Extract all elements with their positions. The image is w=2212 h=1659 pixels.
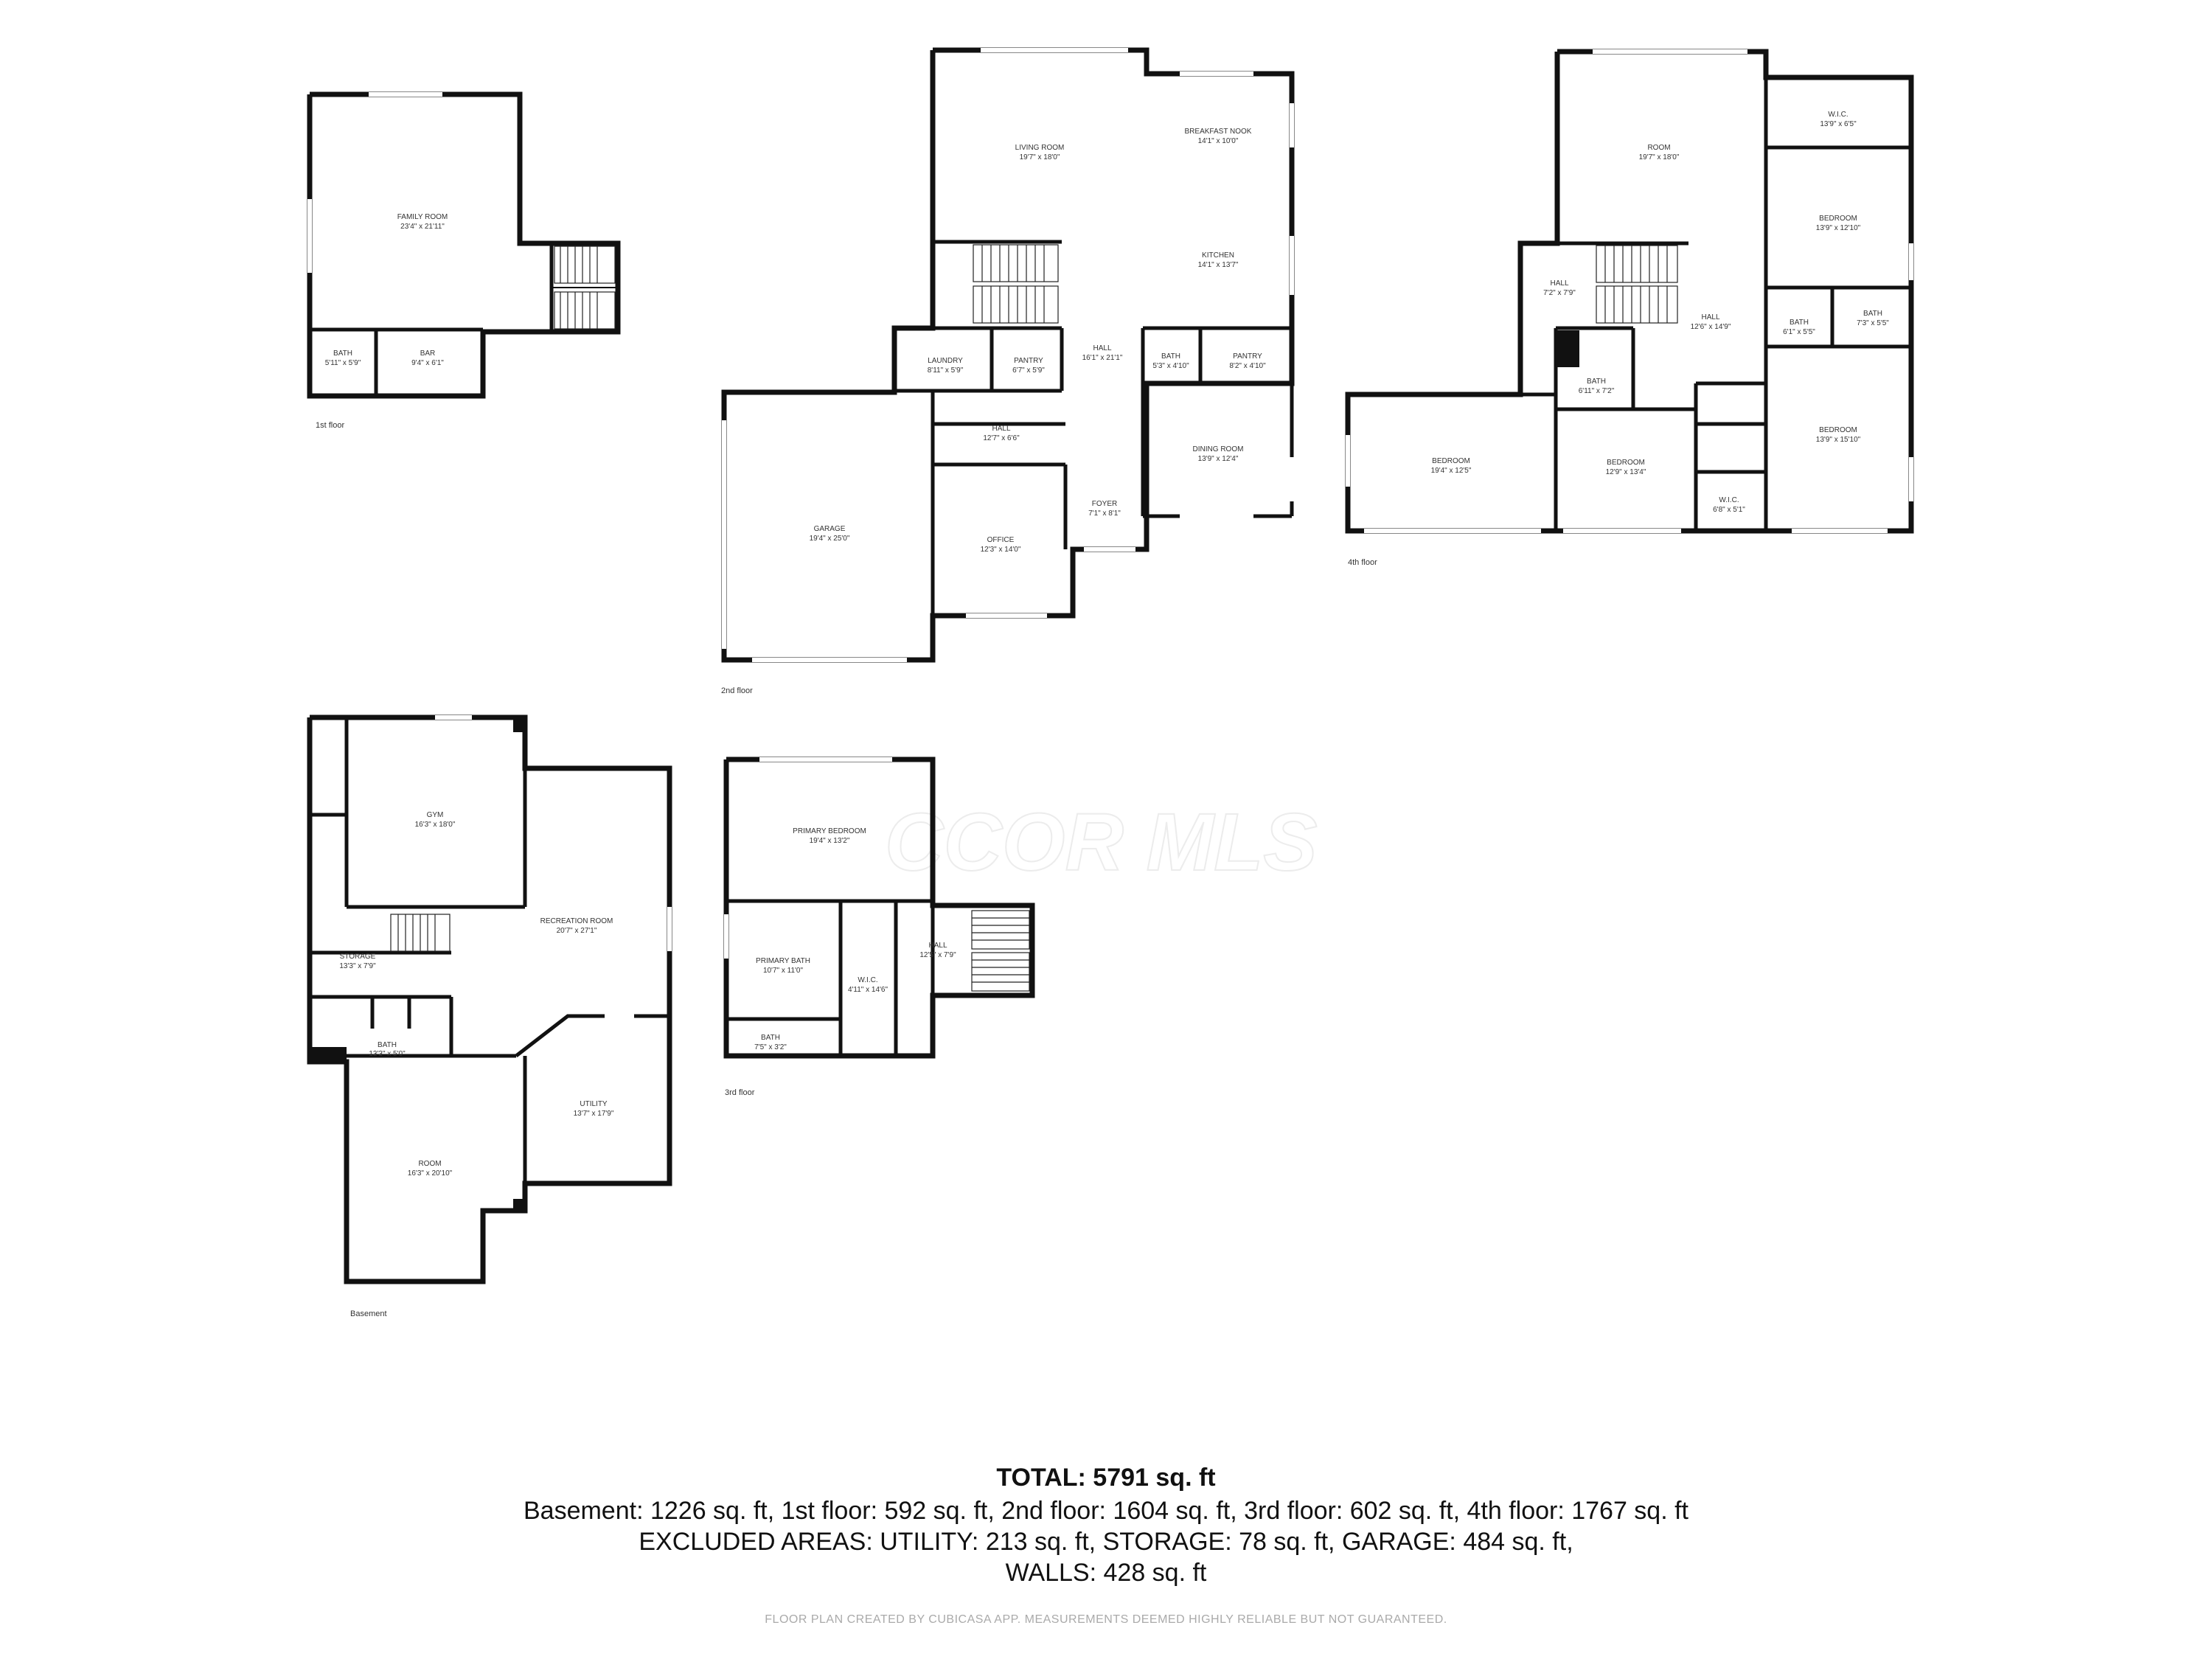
room-name: W.I.C. <box>858 976 877 984</box>
room-name: GYM <box>427 811 444 819</box>
room-dims: 14'1" x 10'0" <box>1198 137 1239 145</box>
room-name: PRIMARY BATH <box>756 957 810 965</box>
watermark: CCOR MLS <box>885 797 1318 888</box>
room-dims: 13'3" x 5'0" <box>369 1050 406 1058</box>
room-name: OFFICE <box>987 536 1015 544</box>
room-name: FOYER <box>1092 500 1117 508</box>
room-dims: 13'9" x 12'4" <box>1198 455 1239 463</box>
room-dims: 13'9" x 6'5" <box>1820 120 1857 128</box>
room-name: BATH <box>1587 378 1606 386</box>
room-name: KITCHEN <box>1202 251 1234 260</box>
room-name: BREAKFAST NOOK <box>1185 128 1252 136</box>
room-dims: 16'3" x 18'0" <box>415 821 456 829</box>
room-name: BATH <box>1863 310 1882 318</box>
room-name: HALL <box>992 425 1010 433</box>
room-name: DINING ROOM <box>1193 445 1244 453</box>
room-name: BEDROOM <box>1819 426 1857 434</box>
total-area: TOTAL: 5791 sq. ft <box>996 1464 1216 1492</box>
walls-area: WALLS: 428 sq. ft <box>1005 1559 1207 1587</box>
room-name: HALL <box>928 942 947 950</box>
basement-plan: GYM 16'3" x 18'0" RECREATION ROOM 20'7" … <box>307 714 672 1318</box>
room-dims: 19'7" x 18'0" <box>1639 153 1680 161</box>
room-name: W.I.C. <box>1719 496 1739 504</box>
floor-label: 1st floor <box>316 421 344 430</box>
room-name: BAR <box>420 349 436 358</box>
excluded-areas: EXCLUDED AREAS: UTILITY: 213 sq. ft, STO… <box>639 1528 1573 1556</box>
room-dims: 7'1" x 8'1" <box>1088 509 1121 518</box>
room-dims: 19'4" x 12'5" <box>1431 467 1472 475</box>
room-dims: 12'6" x 14'9" <box>1691 323 1731 331</box>
room-dims: 7'2" x 7'9" <box>1543 289 1576 297</box>
room-dims: 7'5" x 3'2" <box>754 1043 787 1051</box>
room-name: PANTRY <box>1014 357 1043 365</box>
disclaimer: FLOOR PLAN CREATED BY CUBICASA APP. MEAS… <box>765 1613 1447 1626</box>
room-name: LIVING ROOM <box>1015 144 1065 152</box>
room-name: W.I.C. <box>1828 111 1848 119</box>
room-dims: 14'1" x 13'7" <box>1198 261 1239 269</box>
room-name: HALL <box>1701 313 1719 321</box>
room-dims: 13'9" x 15'10" <box>1816 436 1861 444</box>
room-dims: 6'11" x 7'2" <box>1579 387 1615 395</box>
room-dims: 13'9" x 12'10" <box>1816 224 1861 232</box>
room-dims: 13'7" x 17'9" <box>574 1110 614 1118</box>
room-dims: 19'4" x 13'2" <box>810 837 850 845</box>
room-dims: 8'2" x 4'10" <box>1229 362 1266 370</box>
first-floor-plan: FAMILY ROOM 23'4" x 21'11" BATH 5'11" x … <box>307 91 621 430</box>
third-floor-plan: PRIMARY BEDROOM 19'4" x 13'2" PRIMARY BA… <box>723 757 1035 1097</box>
room-name: BEDROOM <box>1607 459 1645 467</box>
room-name: STORAGE <box>340 953 376 961</box>
room-name: GARAGE <box>814 525 846 533</box>
room-name: RECREATION ROOM <box>540 917 613 925</box>
room-name: BEDROOM <box>1819 215 1857 223</box>
room-name: ROOM <box>1647 144 1670 152</box>
room-dims: 12'3" x 14'0" <box>981 546 1021 554</box>
room-dims: 20'7" x 27'1" <box>557 927 597 935</box>
floor-label: Basement <box>350 1310 387 1318</box>
room-name: BATH <box>761 1034 780 1042</box>
room-name: PRIMARY BEDROOM <box>793 827 866 835</box>
room-name: LAUNDRY <box>928 357 963 365</box>
room-dims: 23'4" x 21'11" <box>400 223 445 231</box>
room-name: ROOM <box>418 1160 441 1168</box>
room-name: BATH <box>1161 352 1180 361</box>
room-name: HALL <box>1093 344 1111 352</box>
room-dims: 12'9" x 13'4" <box>1606 468 1646 476</box>
room-dims: 6'7" x 5'9" <box>1012 366 1045 375</box>
room-dims: 6'1" x 5'5" <box>1783 328 1815 336</box>
room-dims: 5'3" x 4'10" <box>1152 362 1189 370</box>
room-dims: 6'8" x 5'1" <box>1713 506 1745 514</box>
room-dims: 10'7" x 11'0" <box>763 967 804 975</box>
fourth-floor-plan: ROOM 19'7" x 18'0" W.I.C. 13'9" x 6'5" B… <box>1345 49 1914 567</box>
floor-areas: Basement: 1226 sq. ft, 1st floor: 592 sq… <box>523 1497 1689 1525</box>
room-name: HALL <box>1550 279 1568 288</box>
room-dims: 12'5" x 7'9" <box>919 951 956 959</box>
room-dims: 5'11" x 5'9" <box>325 359 361 367</box>
room-dims: 9'4" x 6'1" <box>411 359 444 367</box>
room-dims: 12'7" x 6'6" <box>983 434 1020 442</box>
floor-label: 3rd floor <box>725 1088 755 1097</box>
room-name: UTILITY <box>580 1100 608 1108</box>
room-dims: 13'3" x 7'9" <box>339 962 376 970</box>
room-dims: 19'4" x 25'0" <box>810 535 850 543</box>
room-name: FAMILY ROOM <box>397 213 448 221</box>
floor-label: 4th floor <box>1348 558 1377 567</box>
room-name: BATH <box>333 349 352 358</box>
floor-label: 2nd floor <box>721 686 753 695</box>
room-name: PANTRY <box>1233 352 1262 361</box>
room-dims: 4'11" x 14'6" <box>848 986 888 994</box>
room-dims: 16'1" x 21'1" <box>1082 354 1123 362</box>
room-dims: 8'11" x 5'9" <box>928 366 964 375</box>
second-floor-plan: LIVING ROOM 19'7" x 18'0" BREAKFAST NOOK… <box>721 47 1295 695</box>
room-dims: 7'3" x 5'5" <box>1857 319 1889 327</box>
room-dims: 16'3" x 20'10" <box>408 1169 453 1178</box>
room-dims: 19'7" x 18'0" <box>1020 153 1060 161</box>
room-name: BATH <box>378 1041 397 1049</box>
room-name: BEDROOM <box>1432 457 1470 465</box>
room-name: BATH <box>1790 319 1809 327</box>
